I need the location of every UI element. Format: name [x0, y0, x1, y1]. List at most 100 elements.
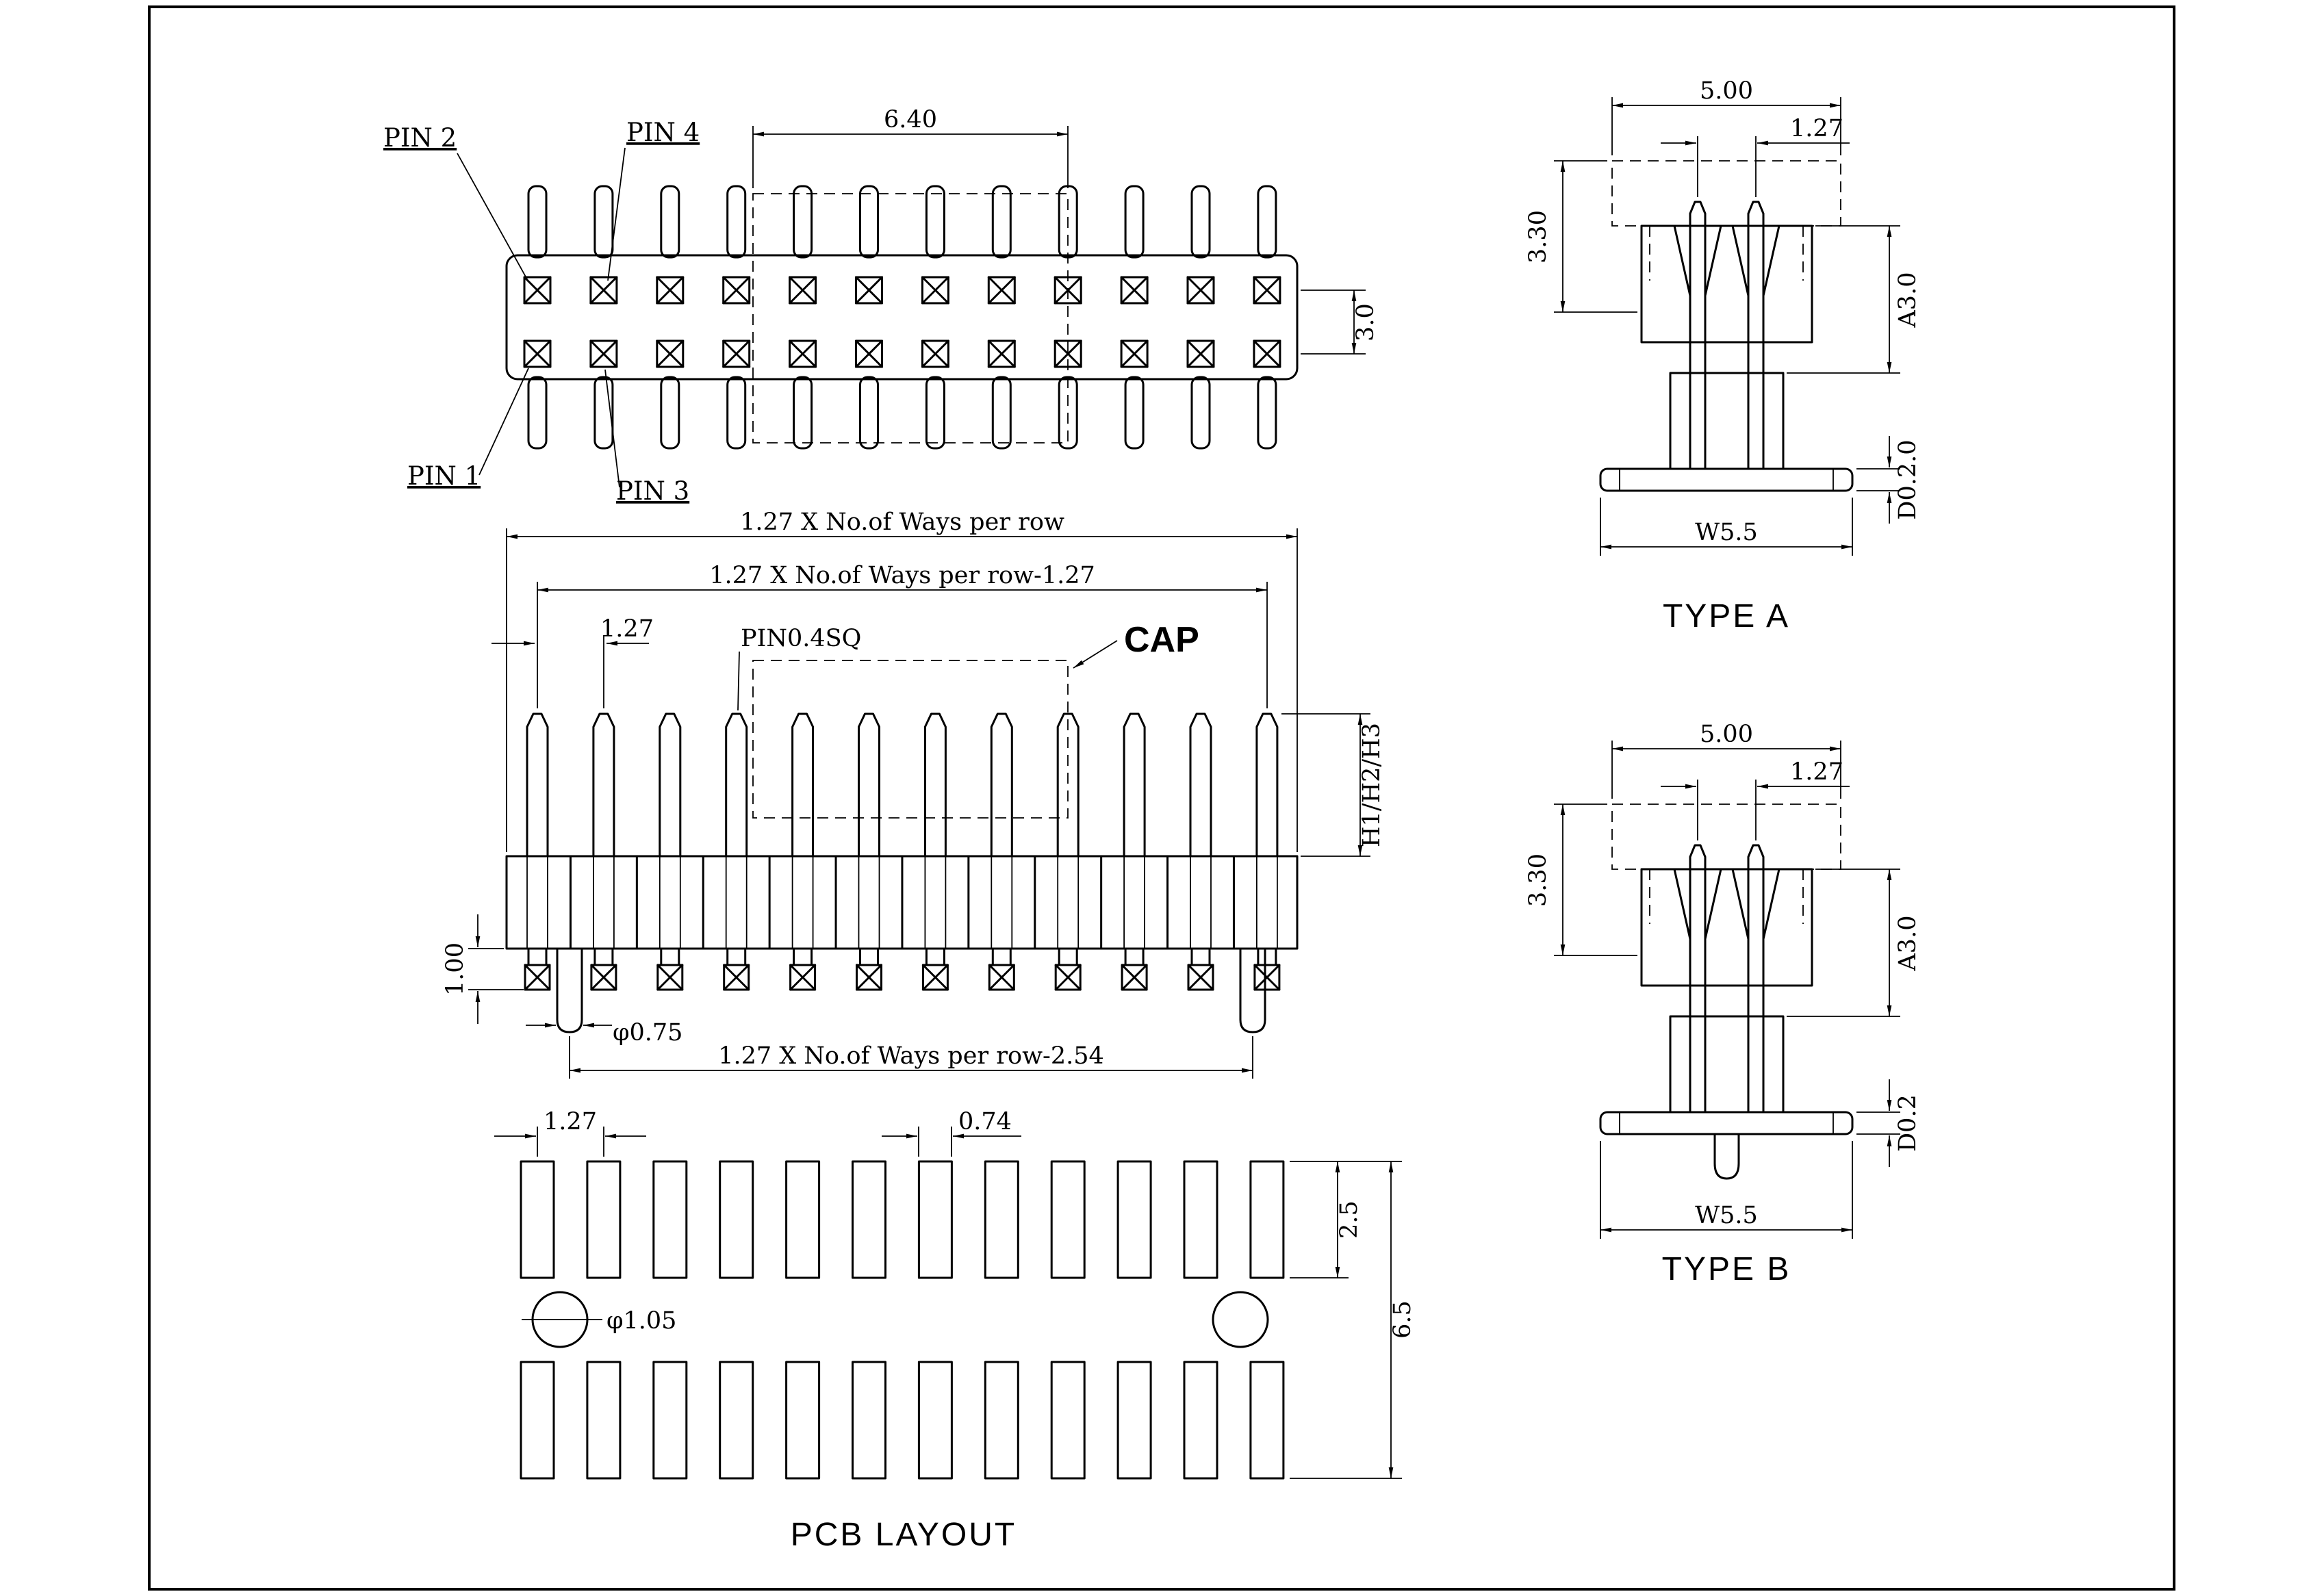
pcb-layout-title: PCB LAYOUT: [791, 1517, 1017, 1553]
type-b-base: [1669, 1015, 1785, 1114]
pin-tail-bottom: [859, 376, 879, 450]
pin-contact: [855, 339, 883, 368]
pin-contact: [656, 276, 685, 305]
front-view-smt-pads: [524, 947, 1281, 991]
pin-tail-top: [859, 185, 879, 259]
type-a-dim-lead-span-text: W5.5: [1695, 519, 1758, 546]
dim-pad-width-text: 0.74: [958, 1108, 1012, 1135]
pin-contact: [722, 276, 751, 305]
dim-height-text: H1/H2/H3: [1358, 723, 1386, 847]
type-a-base: [1669, 372, 1785, 470]
pin2-label: PIN 2: [383, 123, 457, 153]
pcb-pads: [520, 1160, 1285, 1480]
dim-pad-width: 0.74: [882, 1108, 1021, 1157]
dim-overall-width: 1.27 X No.of Ways per row: [506, 509, 1298, 852]
cap-outline-front-view: [752, 660, 1069, 819]
smt-pad: [723, 964, 750, 991]
front-view: 1.27 X No.of Ways per row 1.27 X No.of W…: [442, 509, 1386, 1079]
pin3-label: PIN 3: [616, 476, 689, 506]
dim-standoff: 1.00: [442, 914, 524, 1024]
pcb-pad-bottom: [1249, 1361, 1285, 1480]
pcb-pad-bottom: [719, 1361, 754, 1480]
top-view: 6.40 3.0 PIN 2 PIN 4 PIN 1 PIN 3: [383, 106, 1379, 506]
pin-contact: [1186, 276, 1215, 305]
type-a-dim-pitch-text: 1.27: [1790, 115, 1843, 142]
pin-contact: [921, 276, 949, 305]
front-pin: [1255, 712, 1279, 858]
smt-pad: [1054, 964, 1082, 991]
pcb-pad-bottom: [652, 1361, 688, 1480]
pin-contact: [1186, 339, 1215, 368]
type-a-cap-outline: [1611, 160, 1841, 227]
type-a-dim-lead-span: W5.5: [1600, 498, 1853, 556]
pcb-pad-top: [1183, 1160, 1218, 1279]
pin-contact: [1253, 339, 1281, 368]
pin-tail-bottom: [1124, 376, 1145, 450]
dim-pitch: 1.27: [491, 615, 654, 708]
pcb-pad-top: [1050, 1160, 1086, 1279]
type-a-dim-cap-width: 5.00: [1611, 77, 1841, 155]
pin-tail-top: [660, 185, 680, 259]
pin-tail-bottom: [1257, 376, 1277, 450]
dim-pitch-text: 1.27: [600, 615, 654, 643]
front-pin: [1056, 712, 1080, 858]
pin-contact: [789, 276, 817, 305]
type-b-dim-lead-span: W5.5: [1600, 1141, 1853, 1239]
pin-tail-bottom: [527, 376, 548, 450]
type-a-dim-cap-height-text: 3.30: [1524, 210, 1552, 263]
smt-pad: [524, 964, 551, 991]
pcb-pad-top: [785, 1160, 821, 1279]
dim-row-spacing-text: 3.0: [1352, 303, 1379, 342]
pcb-pad-top: [917, 1160, 953, 1279]
type-a-dim-body-height: A3.0: [1787, 225, 1921, 374]
smt-pad: [590, 964, 617, 991]
pin4-label: PIN 4: [626, 118, 700, 147]
pin-tail-top: [1257, 185, 1277, 259]
dim-height: H1/H2/H3: [1281, 713, 1386, 857]
type-a-title: TYPE A: [1663, 598, 1790, 634]
type-b-dim-lead-span-text: W5.5: [1695, 1202, 1758, 1229]
dim-pad-height: 2.5: [1290, 1161, 1363, 1278]
dim-hole-dia-text: φ1.05: [606, 1307, 676, 1335]
dim-pcb-pitch: 1.27: [494, 1108, 646, 1157]
pin-tail-bottom: [593, 376, 614, 450]
pin-contact: [523, 276, 552, 305]
dim-pcb-pitch-text: 1.27: [544, 1108, 597, 1135]
dim-overall-width-text: 1.27 X No.of Ways per row: [740, 509, 1064, 536]
pin-tail-bottom: [925, 376, 945, 450]
pcb-hole-right: [1212, 1291, 1269, 1348]
dim-lead-span: 1.27 X No.of Ways per row-2.54: [569, 1036, 1253, 1079]
type-a-pin-left: [1689, 201, 1707, 470]
right-lead-hook: [1239, 947, 1266, 1033]
dim-lead-width: φ0.75: [526, 1019, 682, 1046]
pin-contact: [1120, 339, 1149, 368]
front-pin: [725, 712, 748, 858]
pin-tail-top: [1124, 185, 1145, 259]
front-view-pins: [526, 712, 1279, 858]
top-view-pin-contacts: [523, 276, 1281, 368]
smt-pad: [856, 964, 882, 991]
pcb-pad-bottom: [917, 1361, 953, 1480]
dim-row-span: 6.5: [1290, 1161, 1416, 1479]
dim-row-span-text: 6.5: [1389, 1300, 1416, 1339]
pcb-pad-top: [586, 1160, 622, 1279]
pcb-layout: φ1.05 1.27 0.74 2.5 6.5 PCB LAYOUT: [494, 1108, 1416, 1553]
dim-row-spacing: 3.0: [1301, 290, 1379, 355]
pin-contact: [1120, 276, 1149, 305]
pin-contact: [921, 339, 949, 368]
front-pin: [526, 712, 549, 858]
pin-tail-bottom: [726, 376, 747, 450]
pcb-pad-bottom: [785, 1361, 821, 1480]
pin-contact: [589, 276, 618, 305]
dim-pad-height-text: 2.5: [1336, 1200, 1363, 1239]
front-pin: [791, 712, 815, 858]
type-b-dim-body-height: A3.0: [1787, 869, 1921, 1017]
type-b-dim-body-height-text: A3.0: [1894, 916, 1921, 972]
pin-tail-top: [793, 185, 813, 259]
type-a-dim-pitch: 1.27: [1661, 115, 1850, 197]
pin-contact: [987, 339, 1016, 368]
pin-tail-top: [527, 185, 548, 259]
type-b-dim-standoff: D0.2: [1856, 1079, 1921, 1167]
